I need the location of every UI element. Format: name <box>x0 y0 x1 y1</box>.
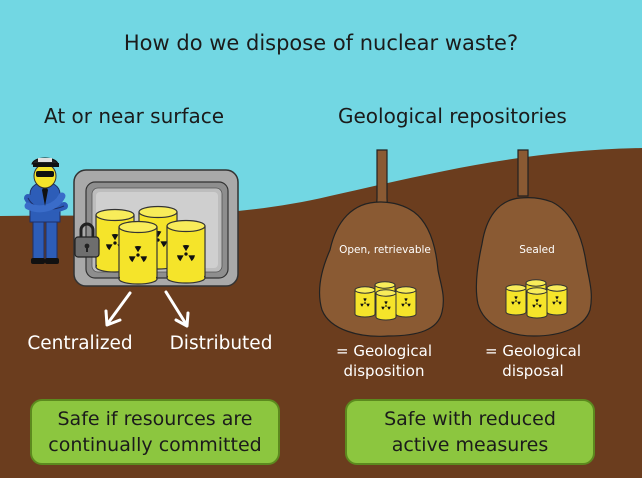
security-guard <box>24 157 68 264</box>
geological-safety-box: Safe with reduced active measures <box>345 399 595 465</box>
right-heading: Geological repositories <box>338 104 567 128</box>
distributed-label: Distributed <box>169 333 273 354</box>
surface-safety-box: Safe if resources are continually commit… <box>30 399 280 465</box>
arrow-centralized-icon <box>104 291 132 327</box>
arrow-distributed-icon <box>164 290 190 328</box>
geological-disposal-label: = Geological disposal <box>484 342 582 380</box>
padlock-icon <box>74 222 100 258</box>
barrels-open-cavern <box>355 282 416 320</box>
open-cavern-label: Open, retrievable <box>339 244 431 256</box>
centralized-label: Centralized <box>27 333 133 354</box>
page-title: How do we dispose of nuclear waste? <box>123 31 519 55</box>
sealed-shaft <box>517 149 529 197</box>
barrels-sealed-cavern <box>506 280 567 318</box>
sealed-cavern-label: Sealed <box>519 244 555 256</box>
left-heading: At or near surface <box>44 104 225 128</box>
geological-disposition-label: = Geological disposition <box>335 342 433 380</box>
